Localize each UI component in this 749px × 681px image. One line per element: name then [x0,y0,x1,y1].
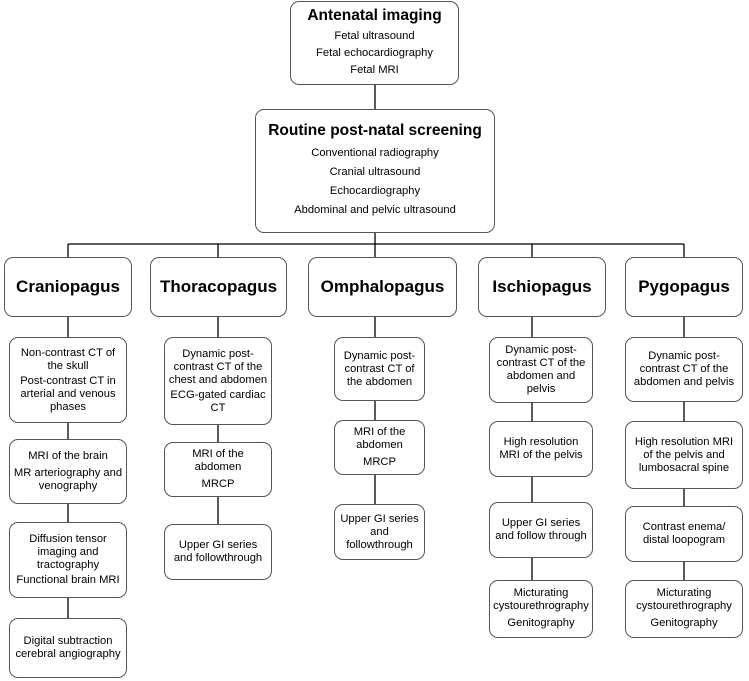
type-title: Omphalopagus [320,277,445,296]
step-item: Genitography [507,616,575,629]
type-box-ischiopagus: Ischiopagus [478,257,606,317]
postnatal-screening-title: Routine post-natal screening [268,122,482,139]
step-box: Digital subtraction cerebral angiography [9,618,127,678]
step-item: MRCP [363,456,396,468]
type-box-pygopagus: Pygopagus [625,257,743,317]
step-item: Digital subtraction cerebral angiography [15,635,121,660]
step-item: High resolution MRI of the pelvis [499,436,583,461]
step-item: Dynamic post-contrast CT of the abdomen … [496,344,586,395]
step-item: MRI of the brain [28,450,108,462]
type-box-omphalopagus: Omphalopagus [308,257,457,317]
step-box: Dynamic post-contrast CT of the chest an… [164,337,272,425]
step-box: Micturating cystourethrography Genitogra… [625,580,743,638]
postnatal-item: Abdominal and pelvic ultrasound [294,204,456,216]
step-box: Micturating cystourethrography Genitogra… [489,580,593,638]
step-item: Micturating cystourethrography [493,586,589,612]
step-item: Post-contrast CT in arterial and venous … [20,374,116,413]
step-item: Dynamic post-contrast CT of the chest an… [168,347,268,386]
step-item: MRCP [201,478,235,490]
antenatal-item: Fetal ultrasound [334,30,415,42]
postnatal-item: Conventional radiography [311,147,439,159]
step-item: Upper GI series and followthrough [173,539,263,564]
step-item: Upper GI series and follow through [495,517,587,542]
type-box-craniopagus: Craniopagus [4,257,132,317]
step-box: Contrast enema/ distal loopogram [625,506,743,562]
step-box: Upper GI series and followthrough [164,524,272,580]
step-item: Functional brain MRI [16,574,120,586]
step-box: MRI of the abdomen MRCP [334,420,425,475]
step-item: MR arteriography and venography [13,467,123,492]
step-box: Diffusion tensor imaging and tractograph… [9,522,127,598]
postnatal-item: Echocardiography [329,185,421,197]
step-box: High resolution MRI of the pelvis and lu… [625,421,743,489]
postnatal-screening-box: Routine post-natal screening Conventiona… [255,109,495,233]
step-item: High resolution MRI of the pelvis and lu… [634,435,734,474]
step-box: Dynamic post-contrast CT of the abdomen … [625,337,743,402]
step-box: Upper GI series and followthrough [334,504,425,560]
step-box: Dynamic post-contrast CT of the abdomen [334,337,425,401]
step-item: Non-contrast CT of the skull [20,346,116,372]
antenatal-imaging-title: Antenatal imaging [307,7,442,24]
step-box: Dynamic post-contrast CT of the abdomen … [489,337,593,403]
step-item: Micturating cystourethrography [636,586,732,612]
step-box: MRI of the brain MR arteriography and ve… [9,439,127,504]
step-item: Diffusion tensor imaging and tractograph… [29,533,107,571]
antenatal-item: Fetal MRI [350,64,399,76]
step-item: Contrast enema/ distal loopogram [642,521,726,546]
step-box: Non-contrast CT of the skull Post-contra… [9,337,127,423]
step-item: ECG-gated cardiac CT [170,388,266,414]
step-item: Genitography [650,616,718,629]
type-title: Pygopagus [638,277,730,296]
step-item: MRI of the abdomen [353,426,406,451]
step-item: MRI of the abdomen [192,448,244,473]
type-title: Ischiopagus [492,277,592,296]
step-box: Upper GI series and follow through [489,502,593,558]
type-title: Thoracopagus [159,277,278,296]
postnatal-item: Cranial ultrasound [329,166,421,178]
type-box-thoracopagus: Thoracopagus [150,257,287,317]
type-title: Craniopagus [16,277,120,296]
step-item: Dynamic post-contrast CT of the abdomen … [633,350,735,388]
step-box: High resolution MRI of the pelvis [489,421,593,477]
step-item: Upper GI series and followthrough [340,512,419,551]
antenatal-item: Fetal echocardiography [316,47,433,59]
step-item: Dynamic post-contrast CT of the abdomen [343,349,416,388]
step-box: MRI of the abdomen MRCP [164,442,272,497]
antenatal-imaging-box: Antenatal imaging Fetal ultrasound Fetal… [290,1,459,85]
